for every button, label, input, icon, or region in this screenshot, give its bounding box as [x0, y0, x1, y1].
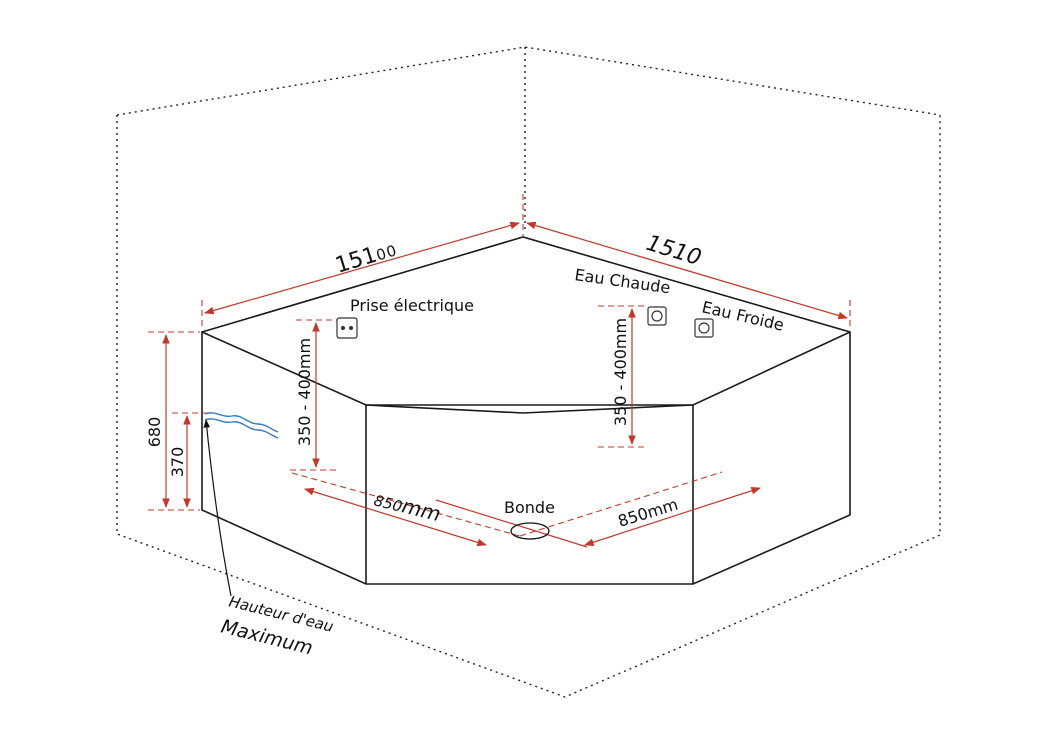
width-label-left: 15100	[332, 237, 399, 279]
bonde-label: Bonde	[504, 498, 555, 517]
depth-label-right: 850mm	[616, 495, 681, 531]
water-wave-icon	[204, 412, 279, 439]
drain-ellipse	[510, 522, 550, 540]
outlet-height-left-label: 350 - 400mm	[295, 338, 314, 446]
hot-water-valve-icon	[647, 306, 667, 326]
electrical-outlet-icon	[336, 317, 358, 339]
water-height-pointer	[203, 419, 232, 597]
outlet-height-dimension-lines	[290, 305, 648, 471]
cold-water-valve-icon	[694, 318, 714, 338]
eau-chaude-label: Eau Chaude	[573, 265, 671, 297]
room-outline	[116, 46, 941, 698]
height-total-label: 680	[145, 417, 164, 448]
prise-electrique-label: Prise électrique	[350, 296, 474, 315]
outlet-height-right-label: 350 - 400mm	[611, 318, 630, 426]
width-dimension-lines	[201, 194, 851, 330]
depth-dimension-lines	[291, 471, 761, 548]
height-water-label: 370	[168, 447, 187, 478]
width-label-right: 1510	[643, 231, 704, 271]
